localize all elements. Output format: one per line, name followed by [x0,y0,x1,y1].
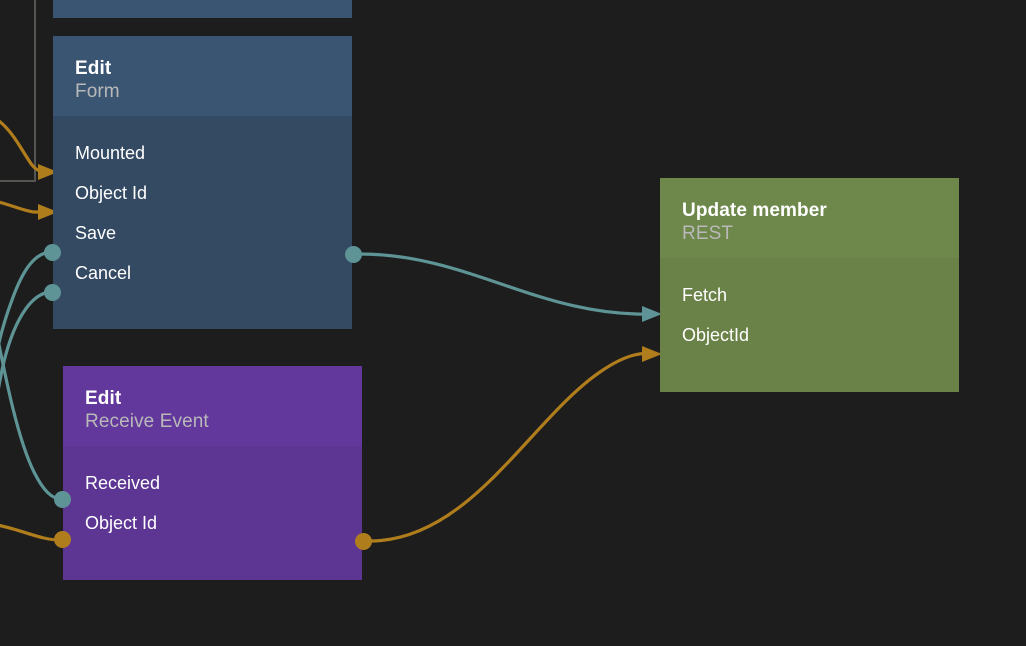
port-row-object-id[interactable]: Object Id [53,173,352,213]
wire-save-to-offscreen [0,250,54,346]
port-row-save[interactable]: Save [53,213,352,253]
port-dot-received[interactable] [54,491,71,508]
wire-offscreen-to-objectid-receive [0,523,62,542]
node-edit-form-header[interactable]: Edit Form [53,36,352,116]
port-row-update-objectid[interactable]: ObjectId [660,315,959,355]
arrowhead-objectid [642,346,662,362]
node-update-member[interactable]: Update member REST Fetch ObjectId [660,178,959,392]
port-dot-editform-output[interactable] [345,246,362,263]
node-partial-above[interactable] [53,0,352,18]
port-dot-cancel[interactable] [44,284,61,301]
node-update-member-header[interactable]: Update member REST [660,178,959,258]
port-label-save: Save [75,223,117,243]
port-dot-save[interactable] [44,244,61,261]
arrowhead-fetch [642,306,662,322]
node-edit-form-title: Edit [75,58,112,79]
port-dot-receive-output[interactable] [355,533,372,550]
port-label-fetch: Fetch [682,285,728,305]
node-edit-receive-event-title: Edit [85,388,122,409]
port-label-object-id: Object Id [75,183,148,203]
node-edit-receive-event-header[interactable]: Edit Receive Event [63,366,362,446]
port-label-receive-object-id: Object Id [85,513,158,533]
node-edit-receive-event-body: Received Object Id [63,446,362,580]
port-dot-receive-object-id[interactable] [54,531,71,548]
node-update-member-title: Update member [682,200,827,221]
port-row-receive-object-id[interactable]: Object Id [63,503,362,543]
wire-cancel-to-offscreen [0,290,54,389]
node-edit-receive-event[interactable]: Edit Receive Event Received Object Id [63,366,362,580]
port-row-mounted[interactable]: Mounted [53,133,352,173]
node-update-member-subtitle: REST [682,223,734,244]
node-update-member-body: Fetch ObjectId [660,258,959,392]
wire-offscreen-to-objectid-form [0,200,50,214]
node-edit-form-body: Mounted Object Id Save Cancel [53,116,352,329]
port-label-mounted: Mounted [75,143,146,163]
wire-editform-out-to-fetch [358,252,657,316]
wire-receive-out-to-objectid [368,351,657,543]
node-edit-form[interactable]: Edit Form Mounted Object Id Save Cancel [53,36,352,329]
port-row-fetch[interactable]: Fetch [660,275,959,315]
port-label-update-objectid: ObjectId [682,325,750,345]
node-edit-receive-event-subtitle: Receive Event [85,411,209,432]
port-row-cancel[interactable]: Cancel [53,253,352,293]
node-edit-form-subtitle: Form [75,81,120,102]
port-label-received: Received [85,473,161,493]
port-label-cancel: Cancel [75,263,132,283]
port-row-received[interactable]: Received [63,463,362,503]
wire-offscreen-to-received [0,341,62,501]
offscreen-node-outline [0,0,36,182]
